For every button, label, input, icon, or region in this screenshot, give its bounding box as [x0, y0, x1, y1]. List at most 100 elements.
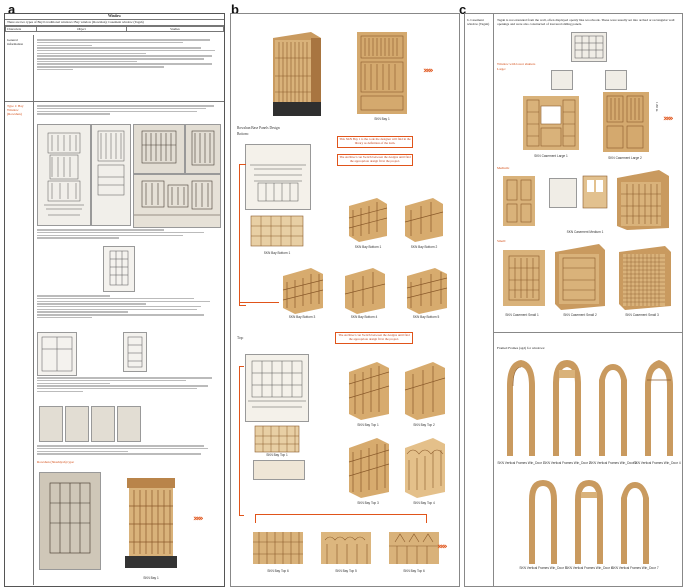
render-bay-top-3 [343, 434, 395, 500]
header-object: Object [36, 26, 127, 32]
render-skn-bay-1 [121, 472, 181, 576]
caption-bay-top-row-3: SKN Bay Top 6 [403, 569, 425, 573]
sketch-facade-1 [37, 124, 91, 226]
bottom-label: Bottom: [237, 132, 249, 136]
photo-street [133, 174, 221, 228]
sketch-section [123, 332, 147, 372]
render-frame-4 [641, 356, 677, 460]
caption-bay-top-row-2: SKN Bay Top 5 [335, 569, 357, 573]
base-panels-label: Rowshan Base Panels Design [237, 126, 280, 130]
medium-label: Medium: [497, 166, 510, 170]
render-casement-small-2 [553, 240, 607, 312]
panel-a-header-table: Characters Object Studies [5, 26, 224, 32]
panel-b: SKN Bay 1 ››››› Rowshan Base Panels Desi… [230, 13, 460, 587]
arrow-b-bottom: ››››› [437, 542, 447, 552]
caption-casement-large-1: SKN Casement Large 1 [534, 154, 568, 158]
photo-detail-2 [65, 406, 89, 442]
casement-intro-text: Tagah is not extended from the wall, oft… [497, 18, 675, 26]
rowshan-text-4 [37, 376, 219, 393]
sketch-casement [571, 32, 607, 62]
render-bay-1-main [267, 28, 327, 118]
render-casement-large-1 [519, 92, 583, 154]
type-1-label: Type 1: Bay Window (Rowshan) [7, 104, 24, 116]
drawing-top-elevation [253, 424, 301, 454]
caption-frame-1: SKN Vertical Frames Win_Door 1 [497, 461, 545, 465]
caption-bay-top-row-1: SKN Bay Top 6 [267, 569, 289, 573]
render-casement-small-3 [615, 244, 673, 312]
drawing-top-ornament [253, 460, 305, 480]
caption-bay-top-3: SKN Bay Top 3 [357, 501, 379, 505]
render-bay-bottom-2 [399, 194, 449, 244]
sketch-window-detail [103, 246, 135, 292]
panel-letter-c: c [459, 2, 467, 17]
sketch-large-1 [551, 70, 573, 90]
type-1-text [37, 104, 219, 116]
caption-bay-top-1: SKN Bay Top 1 [357, 423, 379, 427]
render-bay-bottom-1 [343, 194, 393, 244]
render-casement-large-2 [599, 88, 653, 156]
render-bay-bottom-5 [401, 264, 453, 316]
drawing-bottom-elevation [247, 212, 307, 252]
rowshan-text-2 [37, 228, 219, 240]
render-bay-top-row-3 [385, 528, 443, 568]
general-info-label: General information [7, 38, 24, 46]
large-label: Large: [497, 67, 506, 71]
caption-frame-4: SKN Vertical Frames Win_Door 4 [633, 461, 681, 465]
panel-a: Window There are two types of Bayt's tra… [4, 13, 225, 587]
photo-rowshan-2 [185, 124, 221, 174]
render-frame-1 [503, 356, 539, 460]
caption-frame-7: SKN Vertical Frames Win_Door 7 [611, 566, 659, 570]
window-shutters-label: Window with lower shutters [497, 62, 536, 66]
caption-casement-small-1: SKN Casement Small 1 [505, 313, 539, 317]
caption-bay-top-2: SKN Bay Top 2 [413, 423, 435, 427]
render-frame-6 [571, 476, 607, 566]
render-casement-medium-1b [581, 174, 609, 210]
caption-casement-small-3: SKN Casement Small 3 [625, 313, 659, 317]
framed-divider [493, 332, 682, 333]
callout-switch-1: The Architect can Switch between the des… [337, 154, 413, 166]
render-casement-small-1 [499, 246, 549, 310]
photo-detail-1 [39, 406, 63, 442]
header-characters: Characters [5, 26, 37, 32]
render-bay-top-2 [399, 358, 451, 422]
caption-bay-top-4: SKN Bay Top 4 [413, 501, 435, 505]
caption-skn-bay-1-b: SKN Bay 1 [374, 117, 390, 121]
render-frame-2 [549, 356, 585, 460]
connector-bottom-left [239, 164, 246, 306]
render-frame-5 [525, 476, 561, 566]
photo-rowshan-1 [133, 124, 185, 174]
arrow-a: ››››› [193, 514, 203, 524]
caption-bottom-ref: SKN Bay Bottom 1 [263, 251, 291, 255]
header-studies: Studies [125, 26, 224, 32]
arrow-b-top: ››››› [423, 66, 433, 76]
panel-letter-b: b [231, 2, 239, 17]
caption-frame-2: SKN Vertical Frames Win_Door 2 [543, 461, 591, 465]
general-info-text [37, 38, 219, 72]
connector-top-row [255, 514, 427, 523]
render-casement-medium-1a [499, 172, 539, 230]
caption-bay-bottom-5: SKN Bay Bottom 5 [412, 315, 440, 319]
rowshan-text-5 [37, 444, 219, 456]
small-label: Small: [497, 239, 506, 243]
rowshan-text-3 [37, 294, 219, 319]
photo-detail-3 [91, 406, 115, 442]
caption-bay-bottom-1: SKN Bay Bottom 1 [354, 245, 382, 249]
connector-bottom-hline [239, 302, 279, 303]
column-divider [33, 35, 34, 585]
render-frame-7 [617, 476, 653, 566]
panel-a-title: Window [5, 14, 224, 20]
panel-c-left-column [465, 14, 494, 586]
caption-casement-medium-1: SKN Casement Medium 1 [566, 230, 604, 234]
render-bay-bottom-3 [277, 264, 329, 316]
panel-letter-a: a [8, 2, 16, 17]
callout-code: This SKN Bay 1 is the code the designer … [337, 136, 413, 148]
connector-top-left [239, 366, 244, 516]
caption-frame-6: SKN Vertical Frames Win_Door 6 [565, 566, 613, 570]
caption-top-ref: SKN Bay Top 1 [266, 453, 288, 457]
render-casement-medium-1c [615, 168, 671, 232]
casement-type-label: b. Casement window (Tagah) [467, 18, 490, 26]
caption-skn-bay-1-a: SKN Bay 1 [143, 576, 159, 580]
render-bay-top-row-1 [249, 528, 307, 568]
caption-frame-3: SKN Vertical Frames Win_Door 3 [589, 461, 637, 465]
sketch-bottom-panel [245, 144, 311, 210]
